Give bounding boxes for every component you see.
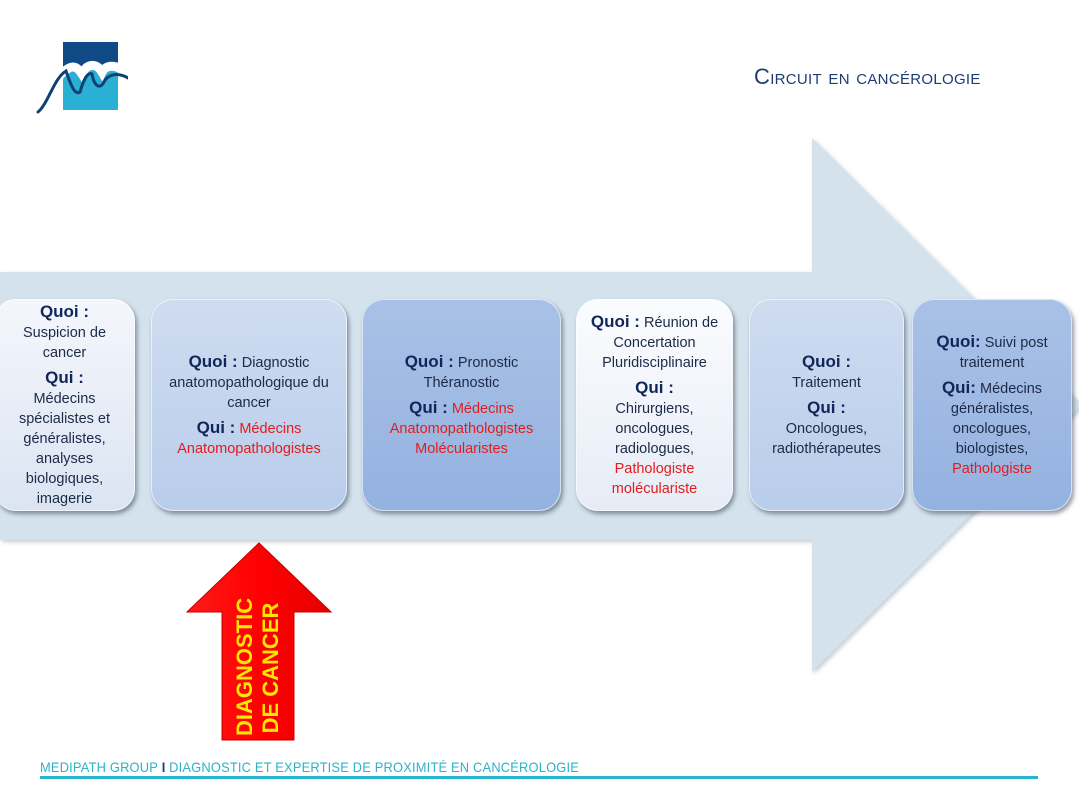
qui-text: Médecins généralistes, oncologues, biolo… [950, 380, 1043, 457]
footer-divider [40, 776, 1038, 779]
quoi-label: Quoi : [39, 301, 90, 321]
step-card-pronostic: Quoi : Pronostic Théranostic Qui : Médec… [362, 299, 561, 511]
qui-label: Qui : [409, 397, 448, 417]
qui-label: Qui : [45, 367, 84, 387]
qui-red-text: Médecins Anatomopathologistes Moléculari… [389, 400, 534, 457]
quoi-text: Suivi post traitement [959, 334, 1048, 371]
callout-line-1: DIAGNOSTIC [232, 597, 257, 736]
callout-line-2: DE CANCER [258, 602, 283, 734]
qui-red-text: Pathologiste [952, 460, 1032, 477]
qui-red-text: Médecins Anatomopathologistes [177, 420, 321, 457]
quoi-text: Pronostic Théranostic [423, 354, 519, 391]
qui-label: Qui : [196, 417, 236, 437]
step-card-suspicion: Quoi : Suspicion de cancer Qui : Médecin… [0, 299, 135, 511]
qui-text: Médecins spécialistes et généralistes, a… [18, 390, 111, 507]
quoi-label: Quoi: [936, 331, 981, 351]
qui-label: Qui : [807, 397, 846, 417]
quoi-label: Quoi : [590, 311, 640, 331]
qui-label: Qui: [941, 377, 976, 397]
quoi-text: Traitement [792, 374, 861, 391]
step-card-rcp: Quoi : Réunion de Concertation Pluridisc… [576, 299, 733, 511]
quoi-label: Quoi : [801, 351, 852, 371]
footer-tagline: DIAGNOSTIC ET EXPERTISE DE PROXIMITÉ EN … [169, 759, 580, 775]
footer-separator: I [161, 759, 166, 775]
quoi-label: Quoi : [404, 351, 454, 371]
medipath-logo-icon [36, 42, 128, 115]
step-card-diagnostic: Quoi : Diagnostic anatomopathologique du… [151, 299, 347, 511]
footer-brand: MEDIPATH GROUP [40, 759, 159, 775]
step-card-traitement: Quoi : Traitement Qui : Oncologues, radi… [749, 299, 904, 511]
qui-text: Chirurgiens, oncologues, radiologues, [615, 400, 694, 457]
qui-label: Qui : [635, 377, 674, 397]
quoi-text: Diagnostic anatomopathologique du cancer [169, 354, 329, 411]
page-title: Circuit en cancérologie [754, 64, 981, 89]
quoi-text: Suspicion de cancer [22, 324, 107, 361]
diagnostic-callout-arrow [186, 542, 332, 741]
qui-red-text: Pathologiste moléculariste [611, 460, 698, 497]
quoi-label: Quoi : [188, 351, 238, 371]
quoi-text: Réunion de Concertation Pluridisciplinai… [602, 314, 719, 371]
diagnostic-callout-label: DIAGNOSTIC DE CANCER [222, 597, 294, 736]
step-card-suivi: Quoi: Suivi post traitement Qui: Médecin… [912, 299, 1072, 511]
qui-text: Oncologues, radiothérapeutes [772, 420, 881, 457]
